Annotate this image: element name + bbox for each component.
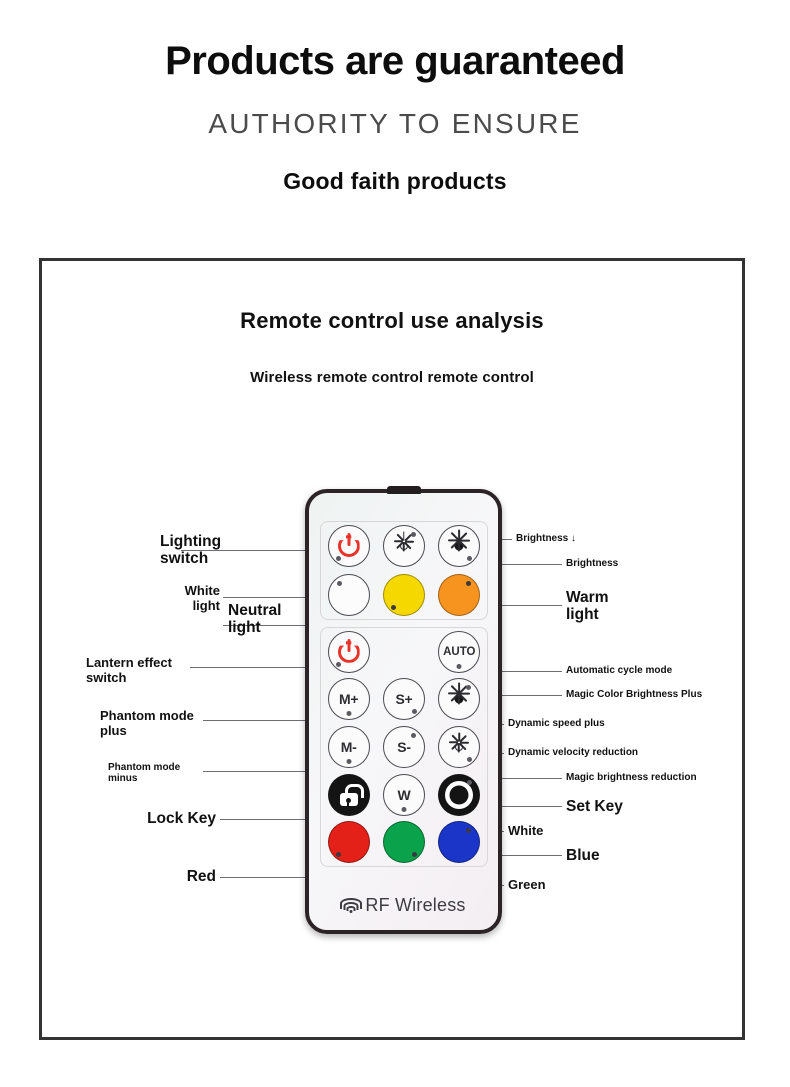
power-icon bbox=[337, 533, 360, 558]
remote-top-section bbox=[320, 521, 488, 620]
button-white[interactable]: W bbox=[382, 773, 425, 816]
callout-dynamic-velocity-reduction: Dynamic velocity reduction bbox=[508, 747, 639, 758]
wire-brightness-up bbox=[497, 564, 562, 565]
wire-set-key bbox=[497, 806, 562, 807]
callout-white: White bbox=[508, 823, 544, 838]
button-auto[interactable]: AUTO bbox=[438, 630, 481, 673]
callout-warm-light: Warm light bbox=[566, 589, 609, 624]
button-power-main[interactable] bbox=[327, 525, 370, 568]
button-speed-plus[interactable]: S+ bbox=[382, 678, 425, 721]
wire-magic-color-plus bbox=[497, 695, 562, 696]
callout-brightness-down: Brightness ↓ bbox=[516, 533, 577, 544]
callout-lighting-switch: Lighting switch bbox=[160, 533, 222, 568]
callout-phantom-mode-minus: Phantom mode minus bbox=[108, 762, 181, 785]
page-header: Products are guaranteed AUTHORITY TO ENS… bbox=[0, 0, 790, 195]
wire-red bbox=[220, 877, 309, 878]
button-brightness-down[interactable] bbox=[382, 525, 425, 568]
button-lock[interactable] bbox=[327, 773, 370, 816]
sun-filled-icon bbox=[447, 529, 471, 558]
wire-phantom-plus bbox=[203, 720, 309, 721]
callout-red: Red bbox=[186, 868, 216, 885]
callout-magic-color-brightness-plus: Magic Color Brightness Plus bbox=[566, 689, 703, 700]
wifi-icon bbox=[339, 897, 362, 914]
panel-title: Remote control use analysis bbox=[240, 308, 544, 333]
button-label: M- bbox=[340, 738, 357, 755]
wire-magic-bright-down bbox=[497, 778, 562, 779]
button-red[interactable] bbox=[327, 821, 370, 864]
callout-automatic-cycle-mode: Automatic cycle mode bbox=[566, 665, 673, 676]
page-title: Products are guaranteed bbox=[165, 39, 625, 83]
sun-filled-icon bbox=[447, 682, 471, 711]
callout-blue: Blue bbox=[566, 847, 600, 864]
wire-lantern-switch bbox=[190, 667, 309, 668]
button-green[interactable] bbox=[382, 821, 425, 864]
ir-emitter-notch bbox=[386, 486, 421, 494]
wire-auto-cycle bbox=[497, 671, 562, 672]
button-lantern-power[interactable] bbox=[327, 630, 370, 673]
remote-middle-section: AUTO M+ S+ bbox=[320, 627, 488, 867]
button-label: S+ bbox=[395, 691, 413, 708]
wire-blue bbox=[497, 855, 562, 856]
lock-open-icon bbox=[339, 783, 364, 806]
callout-set-key: Set Key bbox=[566, 798, 623, 815]
wire-phantom-minus bbox=[203, 771, 309, 772]
button-magic-brightness-down[interactable] bbox=[438, 725, 481, 768]
button-label: S- bbox=[397, 738, 411, 755]
sun-small-icon bbox=[447, 732, 471, 759]
wire-lighting-switch bbox=[181, 550, 309, 551]
diagram-panel: Remote control use analysis Wireless rem… bbox=[39, 258, 745, 1040]
callout-phantom-mode-plus: Phantom mode plus bbox=[100, 708, 194, 738]
button-warm-light[interactable] bbox=[438, 573, 481, 616]
remote-diagram: AUTO M+ S+ bbox=[42, 261, 748, 1043]
button-mode-plus[interactable]: M+ bbox=[327, 678, 370, 721]
remote-footer: RF Wireless bbox=[309, 895, 498, 916]
callout-dynamic-speed-plus: Dynamic speed plus bbox=[508, 718, 605, 729]
wire-warm-light bbox=[497, 605, 562, 606]
gear-icon bbox=[444, 780, 474, 810]
button-blue[interactable] bbox=[438, 821, 481, 864]
button-speed-minus[interactable]: S- bbox=[382, 725, 425, 768]
wire-white-light bbox=[223, 597, 309, 598]
button-white-light[interactable] bbox=[327, 573, 370, 616]
remote-control-body: AUTO M+ S+ bbox=[305, 486, 502, 934]
button-set[interactable] bbox=[438, 773, 481, 816]
sun-small-icon bbox=[392, 531, 416, 558]
wire-lock-key bbox=[220, 819, 309, 820]
remote-footer-label: RF Wireless bbox=[365, 895, 466, 915]
callout-neutral-light: Neutral light bbox=[228, 602, 282, 637]
wire-neutral-light bbox=[223, 625, 309, 626]
page-subtitle: AUTHORITY TO ENSURE bbox=[208, 108, 582, 139]
callout-magic-brightness-reduction: Magic brightness reduction bbox=[566, 772, 697, 783]
callout-white-light: White light bbox=[184, 583, 220, 613]
button-mode-minus[interactable]: M- bbox=[327, 725, 370, 768]
panel-subtitle: Wireless remote control remote control bbox=[250, 369, 534, 386]
button-label: AUTO bbox=[443, 645, 476, 658]
callout-lantern-effect-switch: Lantern effect switch bbox=[86, 655, 172, 685]
callout-lock-key: Lock Key bbox=[147, 810, 216, 827]
button-label: M+ bbox=[339, 691, 359, 708]
button-magic-brightness-up[interactable] bbox=[438, 678, 481, 721]
button-brightness-up[interactable] bbox=[438, 525, 481, 568]
power-icon bbox=[337, 638, 360, 663]
callout-brightness-up: Brightness bbox=[566, 558, 619, 569]
button-label: W bbox=[397, 786, 411, 803]
page-tagline: Good faith products bbox=[283, 168, 507, 194]
button-neutral-light[interactable] bbox=[382, 573, 425, 616]
callout-green: Green bbox=[508, 877, 546, 892]
